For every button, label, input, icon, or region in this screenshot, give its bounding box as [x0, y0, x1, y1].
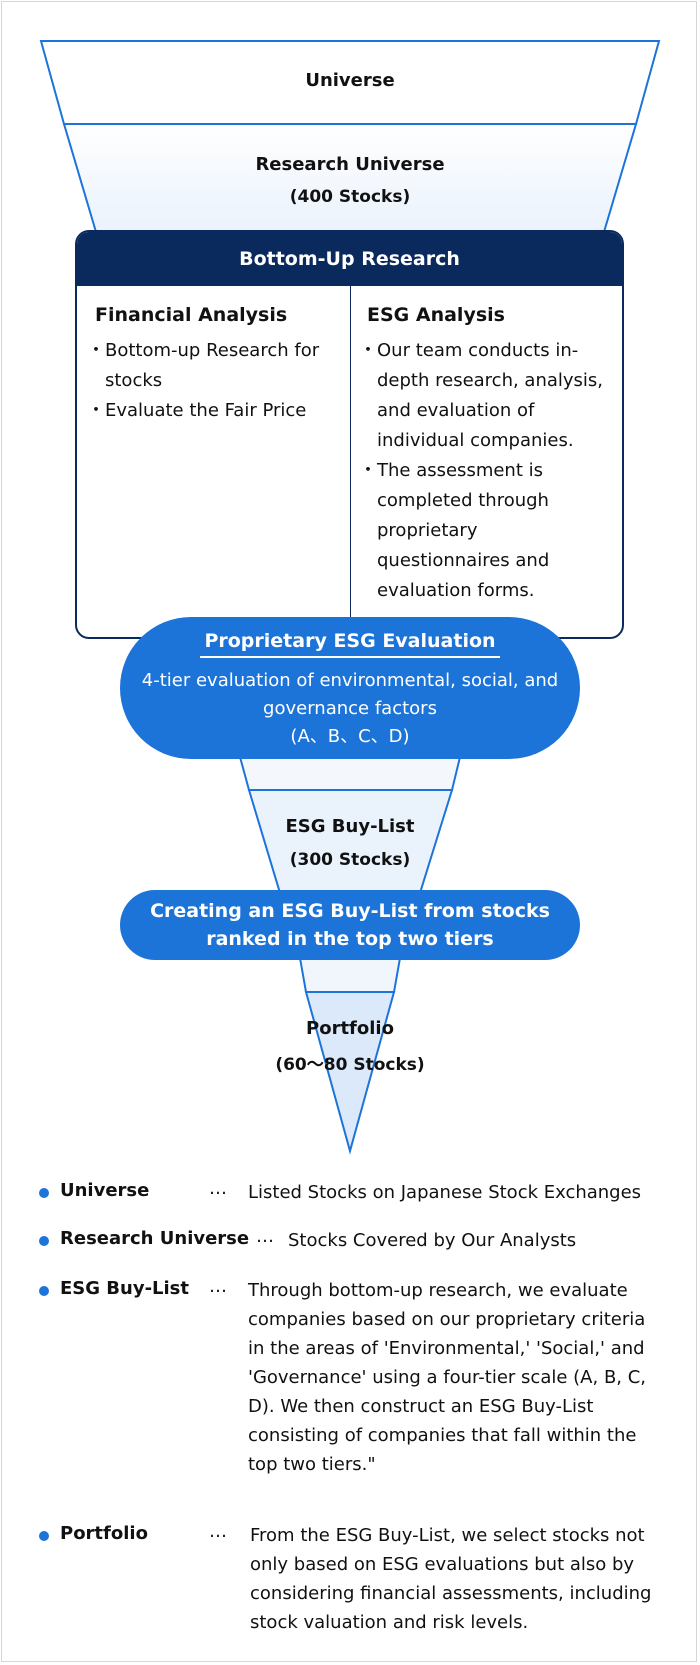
- financial-analysis-column: Financial Analysis Bottom-up Research fo…: [77, 286, 351, 637]
- financial-analysis-list: Bottom-up Research for stocks Evaluate t…: [77, 336, 350, 426]
- buy-list-creation-pill: Creating an ESG Buy-List from stocks ran…: [120, 890, 580, 960]
- definition-term: Universe: [60, 1180, 150, 1201]
- funnel-buylist-band: [247, 789, 454, 894]
- definition-term: ESG Buy-List: [60, 1278, 189, 1299]
- bottom-up-research-header: Bottom-Up Research: [77, 232, 622, 286]
- bullet-icon: [39, 1286, 49, 1296]
- esg-evaluation-title: Proprietary ESG Evaluation: [200, 630, 500, 658]
- esg-buy-list-label: ESG Buy-List: [285, 816, 415, 837]
- definition-text: Stocks Covered by Our Analysts: [288, 1230, 577, 1251]
- definition-separator: …: [209, 1178, 227, 1199]
- list-item: Bottom-up Research for stocks: [87, 336, 340, 396]
- bullet-icon: [39, 1236, 49, 1246]
- esg-analysis-title: ESG Analysis: [367, 304, 505, 326]
- definition-separator: …: [209, 1521, 227, 1542]
- definition-separator: …: [209, 1276, 227, 1297]
- list-item: Our team conducts in-depth research, ana…: [359, 336, 612, 456]
- list-item: Evaluate the Fair Price: [87, 396, 340, 426]
- bullet-icon: [39, 1531, 49, 1541]
- definition-text: From the ESG Buy-List, we select stocks …: [250, 1525, 652, 1633]
- definition-separator: …: [256, 1226, 274, 1247]
- buy-list-creation-line1: Creating an ESG Buy-List from stocks: [150, 900, 550, 922]
- portfolio-label: Portfolio: [306, 1018, 394, 1039]
- universe-label: Universe: [305, 70, 395, 91]
- esg-buy-list-count: (300 Stocks): [289, 850, 411, 870]
- definition-text: Through bottom-up research, we evaluate …: [248, 1280, 647, 1475]
- esg-analysis-column: ESG Analysis Our team conducts in-depth …: [351, 286, 622, 637]
- definition-term: Portfolio: [60, 1523, 148, 1544]
- funnel-portfolio-band-top: [298, 957, 402, 993]
- research-universe-label: Research Universe: [255, 154, 445, 175]
- esg-evaluation-description: 4-tier evaluation of environmental, soci…: [141, 670, 559, 719]
- esg-evaluation-title-wrap: Proprietary ESG Evaluation: [120, 630, 580, 658]
- buy-list-creation-line2: ranked in the top two tiers: [206, 928, 494, 950]
- bullet-icon: [39, 1188, 49, 1198]
- research-universe-count: (400 Stocks): [289, 187, 411, 207]
- esg-evaluation-description-wrap: 4-tier evaluation of environmental, soci…: [140, 667, 560, 751]
- esg-evaluation-tiers: (A、B、C、D): [290, 726, 410, 747]
- list-item: The assessment is completed through prop…: [359, 456, 612, 606]
- bottom-up-research-box: Bottom-Up Research Financial Analysis Bo…: [75, 230, 624, 639]
- portfolio-count: (60～80 Stocks): [275, 1055, 425, 1075]
- esg-analysis-list: Our team conducts in-depth research, ana…: [351, 336, 622, 606]
- funnel-portfolio-band: [304, 991, 396, 1155]
- esg-evaluation-pill: Proprietary ESG Evaluation 4-tier evalua…: [120, 617, 580, 759]
- funnel-research-band: [62, 123, 638, 233]
- definition-text: Listed Stocks on Japanese Stock Exchange…: [248, 1182, 642, 1203]
- financial-analysis-title: Financial Analysis: [95, 304, 288, 326]
- definition-term: Research Universe: [60, 1228, 250, 1249]
- funnel-buylist-band-top: [238, 756, 462, 791]
